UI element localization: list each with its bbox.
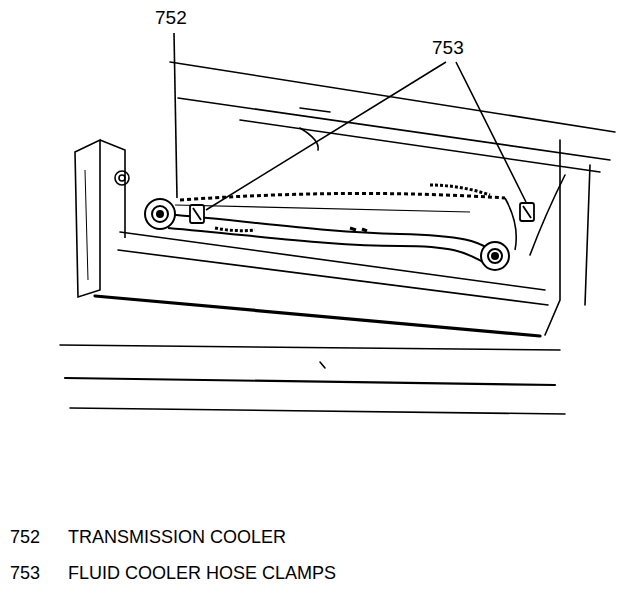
legend-number: 753 bbox=[10, 564, 40, 584]
mounting-bracket bbox=[75, 140, 129, 297]
legend-text: TRANSMISSION COOLER bbox=[68, 528, 286, 548]
label-text: 752 bbox=[10, 527, 40, 547]
label-text: 753 bbox=[432, 37, 464, 58]
hose-clamps bbox=[190, 203, 534, 223]
leader-lines bbox=[174, 33, 526, 210]
callout-number: 752 bbox=[155, 8, 187, 29]
callout-number: 753 bbox=[432, 38, 464, 59]
cooler-tube bbox=[165, 185, 516, 266]
frame-lines bbox=[60, 62, 615, 414]
label-text: 752 bbox=[155, 7, 187, 28]
legend-text: FLUID COOLER HOSE CLAMPS bbox=[68, 564, 336, 584]
label-text: FLUID COOLER HOSE CLAMPS bbox=[68, 563, 336, 583]
hose-fittings bbox=[145, 199, 509, 270]
label-text: TRANSMISSION COOLER bbox=[68, 527, 286, 547]
label-text: 753 bbox=[10, 563, 40, 583]
legend-number: 752 bbox=[10, 528, 40, 548]
